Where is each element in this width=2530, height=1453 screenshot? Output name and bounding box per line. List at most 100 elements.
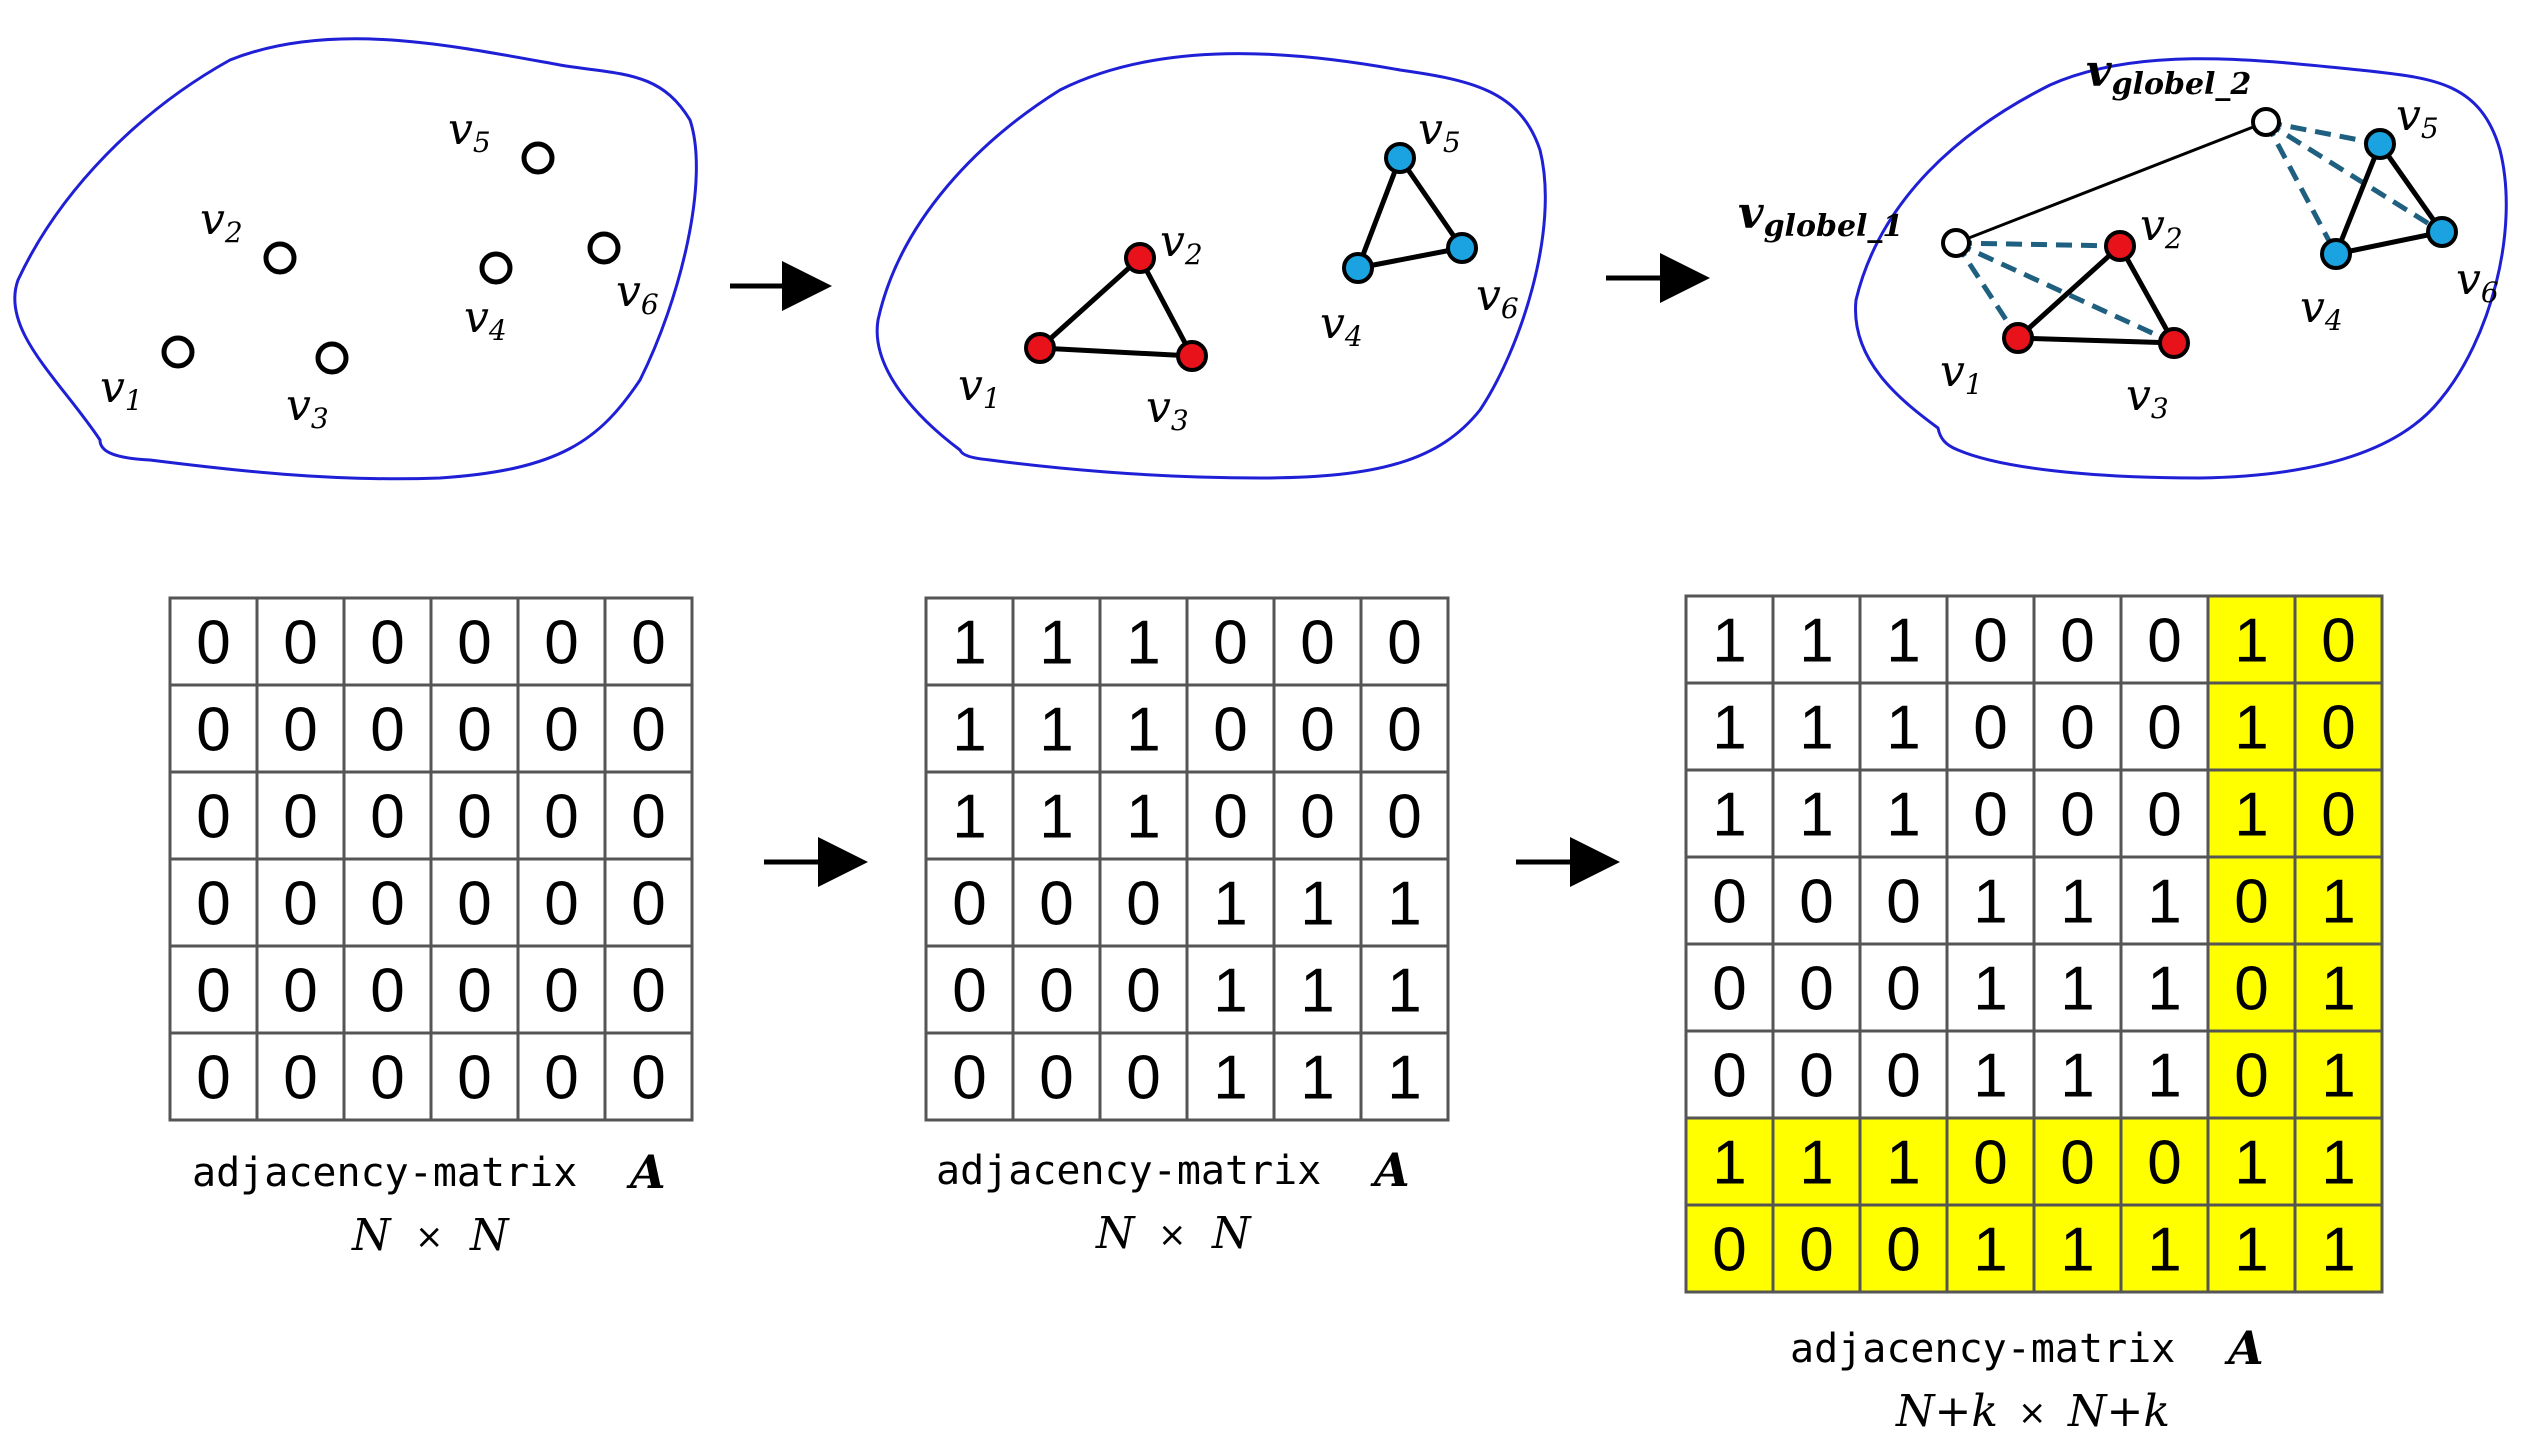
matrix-cell-value: 1	[1799, 607, 1833, 676]
graph-panel-2: v1 v2 v3 v4 v5 v6	[875, 52, 1547, 480]
caption-name: adjacency-matrix	[192, 1150, 577, 1196]
graph-outline	[13, 37, 698, 481]
matrix-cell-value: 1	[2234, 1129, 2268, 1198]
matrix-cell-value: 0	[370, 609, 404, 678]
matrix-cell-value: 1	[1799, 1129, 1833, 1198]
edge-v4-v5	[2333, 143, 2383, 255]
matrix-cell-value: 0	[1886, 955, 1920, 1024]
matrix-cell-value: 0	[457, 957, 491, 1026]
matrix-cell-value: 0	[631, 957, 665, 1026]
nodes-layer	[1024, 142, 1478, 372]
nodes-layer	[161, 141, 621, 375]
matrix-cell-highlighted	[2293, 1116, 2384, 1207]
matrix-cell-highlighted	[2206, 681, 2297, 772]
matrix-cell-value: 0	[283, 696, 317, 765]
matrix-cell	[1272, 596, 1363, 687]
graph-outline	[1854, 57, 2508, 480]
node-v1	[1024, 332, 1056, 364]
matrix-cell	[168, 596, 259, 687]
edge-g2-v6-dashed	[2264, 119, 2444, 235]
matrix-cell	[1684, 594, 1775, 685]
matrix-cell-value: 0	[631, 783, 665, 852]
matrix-cell	[1858, 942, 1949, 1033]
matrix-cell	[924, 857, 1015, 948]
label-v1: v1	[958, 360, 1001, 415]
matrix-cell-value: 0	[457, 609, 491, 678]
matrix-cell	[1011, 1031, 1102, 1122]
matrix-cell-highlighted	[1684, 1203, 1775, 1294]
matrix-cell	[1185, 944, 1276, 1035]
label-v2: v2	[200, 194, 243, 249]
matrix-cell	[603, 857, 694, 948]
label-v5: v5	[2396, 90, 2439, 145]
edge-g1-v1-dashed	[1953, 241, 2021, 340]
matrix-cell-value: 0	[196, 957, 230, 1026]
matrix-cell-value: 1	[1973, 955, 2007, 1024]
matrix-cell	[342, 770, 433, 861]
matrix-cell	[1272, 944, 1363, 1035]
matrix-cell	[168, 1031, 259, 1122]
matrix-cell-value: 1	[2147, 868, 2181, 937]
matrix-cell	[2032, 594, 2123, 685]
node-global-1	[1941, 228, 1971, 258]
label-v-global-2: vglobel_2	[2086, 46, 2251, 102]
node-v6	[587, 231, 621, 265]
matrix-cell-value: 1	[1300, 1044, 1334, 1113]
matrix-cell-highlighted	[2293, 681, 2384, 772]
matrix-cell-value: 0	[2147, 694, 2181, 763]
matrix-cell-highlighted	[2119, 1116, 2210, 1207]
matrix-cell	[603, 1031, 694, 1122]
matrix-cell	[1011, 857, 1102, 948]
node-v2	[2104, 230, 2136, 262]
caption-name: adjacency-matrix	[1790, 1326, 2175, 1372]
matrix-cell-value: 1	[1039, 783, 1073, 852]
matrix-cell-highlighted	[1771, 1203, 1862, 1294]
matrix-cell-value: 1	[2147, 1042, 2181, 1111]
matrix-cell-value: 0	[1300, 609, 1334, 678]
matrix-cell-value: 1	[1126, 609, 1160, 678]
matrix-cell-value: 0	[1039, 1044, 1073, 1113]
node-v6	[1446, 232, 1478, 264]
matrix-cell-value: 1	[1973, 1216, 2007, 1285]
matrix-cell-highlighted	[2206, 1029, 2297, 1120]
caption-times: ×	[1158, 1215, 1187, 1255]
matrix-cell-highlighted	[2206, 594, 2297, 685]
matrix-cell-value: 0	[196, 696, 230, 765]
matrix-cell	[429, 683, 520, 774]
matrix-cell-highlighted	[1858, 1116, 1949, 1207]
matrix-cell-value: 0	[283, 957, 317, 1026]
matrix-cell-value: 1	[1213, 870, 1247, 939]
matrix-cell-value: 0	[1126, 870, 1160, 939]
node-v3	[2158, 327, 2190, 359]
matrix-cell-value: 0	[1799, 868, 1833, 937]
matrix-cell-value: 1	[2321, 1042, 2355, 1111]
node-v3	[1176, 340, 1208, 372]
caption-dim-left: N	[1095, 1208, 1136, 1259]
matrix-cell-value: 0	[631, 870, 665, 939]
matrix-cell-value: 0	[544, 609, 578, 678]
label-v6: v6	[616, 266, 659, 321]
matrix-cell-value: 1	[2147, 1216, 2181, 1285]
edge-g1-v3-dashed	[1954, 240, 2176, 346]
node-v4	[2320, 238, 2352, 270]
matrix-cell-value: 0	[1039, 957, 1073, 1026]
matrix-cell	[429, 770, 520, 861]
label-v4: v4	[1320, 298, 1363, 353]
matrix-cell-value: 0	[196, 783, 230, 852]
matrix-cell	[1771, 768, 1862, 859]
matrix-cell-value: 1	[2321, 1129, 2355, 1198]
graph-panel-1: v1 v2 v3 v4 v5 v6	[13, 37, 698, 481]
matrix-cell-value: 0	[1973, 694, 2007, 763]
edge-v4-v5	[1355, 157, 1403, 269]
matrix-cell	[1359, 944, 1450, 1035]
matrix-cell-value: 0	[2060, 1129, 2094, 1198]
matrix-cell	[516, 770, 607, 861]
matrix-cell	[168, 683, 259, 774]
edge-v1-v2	[1038, 256, 1142, 350]
edge-v1-v3	[1039, 345, 1193, 359]
matrix-cell	[1272, 857, 1363, 948]
matrix-cell	[516, 1031, 607, 1122]
caption-dim-right: N	[1211, 1208, 1252, 1259]
node-v5	[1384, 142, 1416, 174]
